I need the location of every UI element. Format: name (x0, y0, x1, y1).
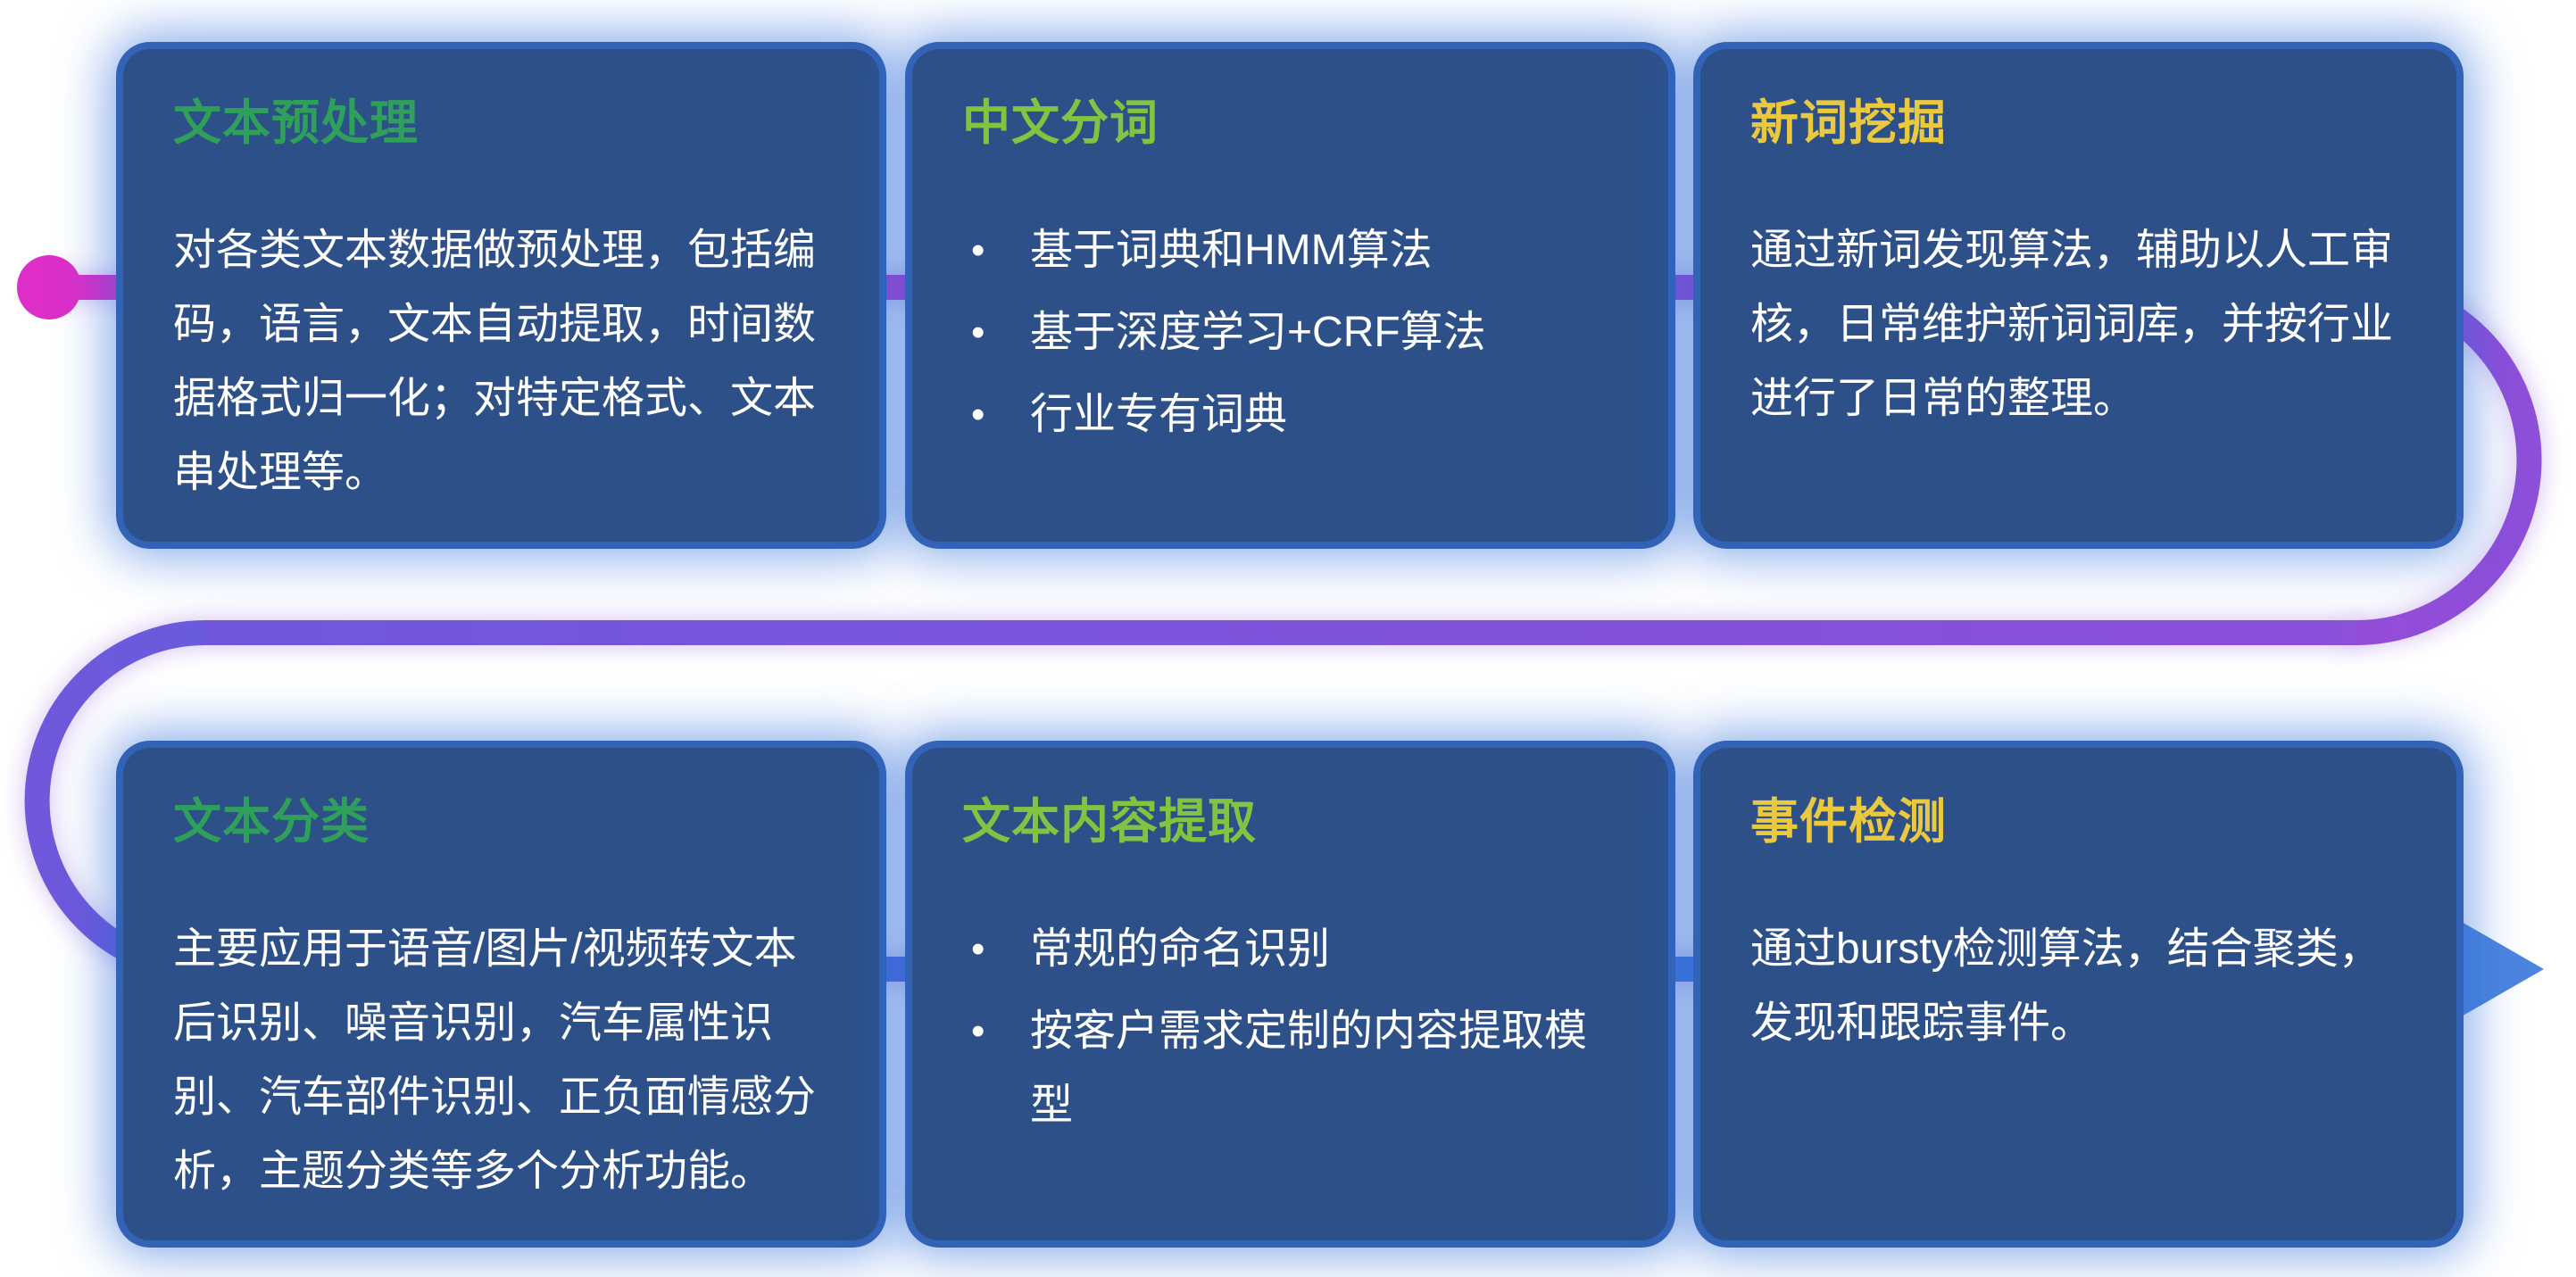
card-text-classification: 文本分类 主要应用于语音/图片/视频转文本后识别、噪音识别，汽车属性识别、汽车部… (123, 748, 879, 1240)
card-bullet-list: 基于词典和HMM算法 基于深度学习+CRF算法 行业专有词典 (962, 213, 1618, 452)
card-new-word-mining: 新词挖掘 通过新词发现算法，辅助以人工审核，日常维护新词词库，并按行业进行了日常… (1700, 49, 2456, 542)
bullet-item: 基于词典和HMM算法 (962, 213, 1618, 287)
card-title: 文本预处理 (173, 96, 419, 150)
card-body: 通过新词发现算法，辅助以人工审核，日常维护新词词库，并按行业进行了日常的整理。 (1750, 227, 2394, 422)
bullet-item: 常规的命名识别 (962, 912, 1618, 986)
card-bullet-list: 常规的命名识别 按客户需求定制的内容提取模型 (962, 912, 1618, 1142)
card-event-detection: 事件检测 通过bursty检测算法，结合聚类，发现和跟踪事件。 (1700, 748, 2456, 1240)
card-title: 新词挖掘 (1750, 96, 1947, 150)
bullet-item: 按客户需求定制的内容提取模型 (962, 994, 1618, 1142)
card-title: 事件检测 (1750, 795, 1947, 849)
card-chinese-word-segmentation: 中文分词 基于词典和HMM算法 基于深度学习+CRF算法 行业专有词典 (912, 49, 1668, 542)
card-body: 对各类文本数据做预处理，包括编码，语言，文本自动提取，时间数据格式归一化；对特定… (173, 227, 817, 496)
card-text-preprocessing: 文本预处理 对各类文本数据做预处理，包括编码，语言，文本自动提取，时间数据格式归… (123, 49, 879, 542)
card-title: 文本内容提取 (962, 795, 1257, 849)
bullet-item: 基于深度学习+CRF算法 (962, 295, 1618, 369)
card-body: 通过bursty检测算法，结合聚类，发现和跟踪事件。 (1750, 925, 2381, 1047)
flow-end-arrow-icon (2460, 921, 2544, 1017)
card-text-content-extraction: 文本内容提取 常规的命名识别 按客户需求定制的内容提取模型 (912, 748, 1668, 1240)
bullet-item: 行业专有词典 (962, 377, 1618, 452)
flow-start-dot (17, 255, 81, 319)
card-title: 文本分类 (173, 795, 370, 849)
card-body: 主要应用于语音/图片/视频转文本后识别、噪音识别，汽车属性识别、汽车部件识别、正… (173, 925, 817, 1195)
card-title: 中文分词 (962, 96, 1159, 150)
